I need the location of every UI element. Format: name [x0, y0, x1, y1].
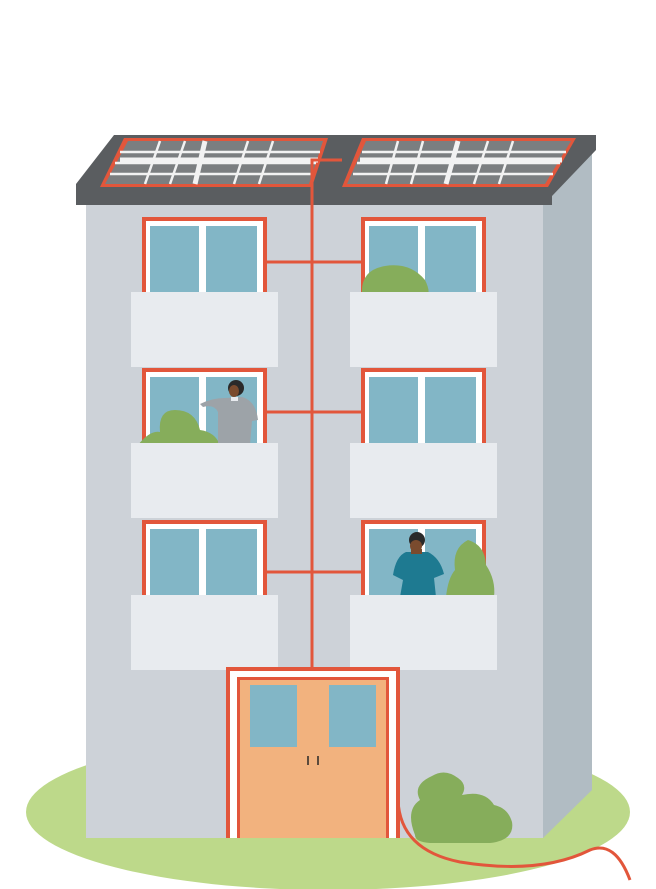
resident-grey-shirt [200, 380, 258, 445]
balcony-floor1-unit1 [131, 292, 278, 367]
plant-bottom-right [446, 540, 495, 597]
balcony-floor3-unit2 [350, 595, 497, 670]
entrance [226, 667, 400, 838]
door-handle-right [317, 756, 319, 765]
balcony-floor3-unit1 [131, 595, 278, 670]
balcony-floor1-unit2 [350, 292, 497, 367]
balconies-group [131, 292, 497, 670]
window-floor1-unit1 [142, 217, 267, 297]
balcony-floor2-unit1 [131, 443, 278, 518]
building-side-wall [543, 140, 592, 838]
window-floor3-unit1 [142, 520, 267, 600]
door-handle-left [307, 756, 309, 765]
balcony-floor2-unit2 [350, 443, 497, 518]
window-floor2-unit2 [361, 368, 486, 448]
door-window-left [250, 685, 297, 747]
solar-panel-left [100, 138, 328, 187]
front-bush [411, 772, 513, 843]
door-window-right [329, 685, 376, 747]
plant-top-right [361, 265, 429, 295]
plant-middle-left [138, 410, 220, 445]
resident-teal-shirt [393, 532, 444, 597]
solar-panel-right [342, 138, 576, 187]
electrical-wiring [265, 158, 632, 881]
